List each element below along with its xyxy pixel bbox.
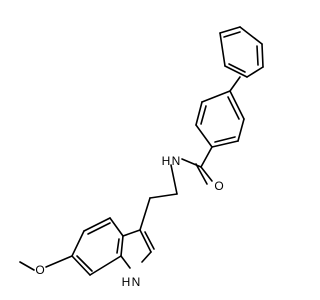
bond — [200, 146, 213, 168]
bond — [71, 255, 91, 276]
bond — [261, 43, 264, 68]
bond — [116, 238, 120, 254]
bond — [228, 63, 246, 73]
bond — [214, 136, 236, 143]
bond — [144, 231, 155, 250]
atom-labels: N H O O H N — [35, 154, 223, 289]
bond — [181, 158, 202, 168]
bond — [211, 140, 239, 148]
bond — [246, 66, 264, 78]
bond — [237, 118, 245, 142]
bond — [139, 229, 152, 253]
carbonyl-oxygen-label: O — [214, 179, 223, 193]
bond — [195, 124, 213, 148]
bond — [120, 235, 124, 257]
amide-nitrogen-label: N — [172, 154, 181, 168]
bond — [200, 166, 213, 182]
bond — [109, 217, 124, 237]
bond — [219, 32, 226, 67]
bond — [89, 255, 122, 276]
bond — [239, 26, 263, 45]
bond — [229, 76, 241, 92]
bond — [139, 197, 151, 231]
bond — [122, 229, 141, 237]
bond — [45, 255, 73, 268]
bond — [71, 230, 85, 257]
bond — [229, 90, 245, 120]
bond — [223, 31, 241, 38]
bond — [76, 255, 93, 272]
bond — [195, 163, 208, 185]
bond — [201, 90, 231, 103]
bond — [87, 222, 111, 235]
bond — [224, 65, 248, 78]
bonds — [19, 26, 264, 276]
methoxy-oxygen-label: O — [35, 263, 44, 277]
molecule-canvas: N H O O H N — [19, 26, 264, 289]
bond — [83, 217, 111, 232]
bond — [195, 101, 203, 126]
bond — [227, 96, 240, 120]
indole-nitrogen-label: N — [132, 275, 141, 289]
indole-hydrogen-label: H — [122, 275, 131, 289]
bond — [120, 255, 131, 269]
bond — [149, 193, 178, 199]
bond — [170, 164, 178, 195]
amide-hydrogen-label: H — [162, 154, 171, 168]
bond — [256, 45, 259, 66]
bond — [219, 26, 241, 34]
bond — [141, 251, 152, 263]
bond — [19, 261, 35, 271]
bond — [200, 105, 207, 125]
molecule-structure: N H O O H N — [19, 26, 264, 289]
